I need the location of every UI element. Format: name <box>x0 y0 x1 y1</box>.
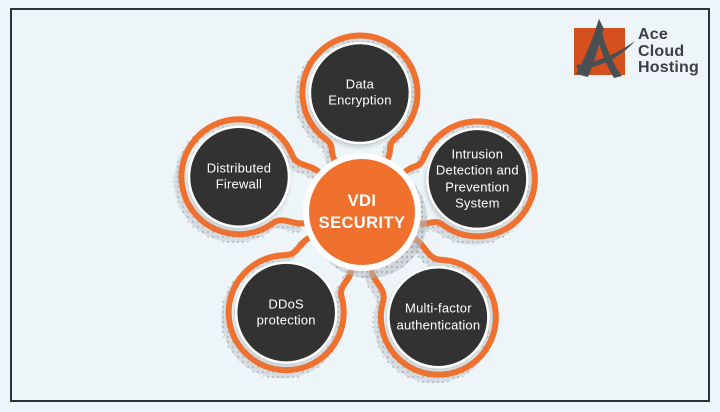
label-line: Distributed <box>206 160 272 176</box>
label-line: Data <box>345 76 375 92</box>
node-circle-intrusion-detection <box>426 127 529 231</box>
label-line: Detection and <box>435 162 519 178</box>
petal-rings <box>178 32 538 378</box>
label-line: VDI <box>347 192 377 211</box>
ace-logo-icon <box>574 19 635 78</box>
petal-multi-factor-authentication <box>368 235 499 378</box>
label-line: Prevention <box>445 178 510 194</box>
label-line: Multi-factor <box>405 300 472 316</box>
center-circle-group <box>303 153 427 278</box>
label-line: System <box>455 195 500 211</box>
label-line: protection <box>256 312 316 328</box>
petal-data-encryption <box>299 32 421 164</box>
center-circle <box>309 159 415 265</box>
petal-distributed-firewall <box>178 116 323 238</box>
node-label-vdi-security: VDI SECURITY <box>310 191 414 235</box>
brand-line-1: Ace <box>638 26 668 43</box>
node-circle-ddos-protection <box>234 261 338 364</box>
petal-intrusion-detection <box>401 118 538 240</box>
node-circles <box>187 41 529 369</box>
petal-ddos-protection <box>225 234 355 374</box>
label-line: authentication <box>396 317 481 333</box>
brand-name: Ace Cloud Hosting <box>638 26 699 77</box>
node-circle-distributed-firewall <box>187 125 291 228</box>
brand-logo: Ace Cloud Hosting <box>568 12 708 82</box>
label-line: SECURITY <box>318 214 406 232</box>
label-line: DDoS <box>268 296 304 312</box>
brand-line-2: Cloud <box>638 42 685 60</box>
node-circle-multi-factor-authentication <box>387 265 490 369</box>
logo-a-mark <box>576 19 635 78</box>
label-line: Encryption <box>328 93 392 109</box>
node-circle-data-encryption <box>308 41 412 145</box>
label-line: Intrusion <box>451 146 504 162</box>
label-line: Firewall <box>215 176 263 192</box>
brand-line-3: Hosting <box>638 59 699 76</box>
